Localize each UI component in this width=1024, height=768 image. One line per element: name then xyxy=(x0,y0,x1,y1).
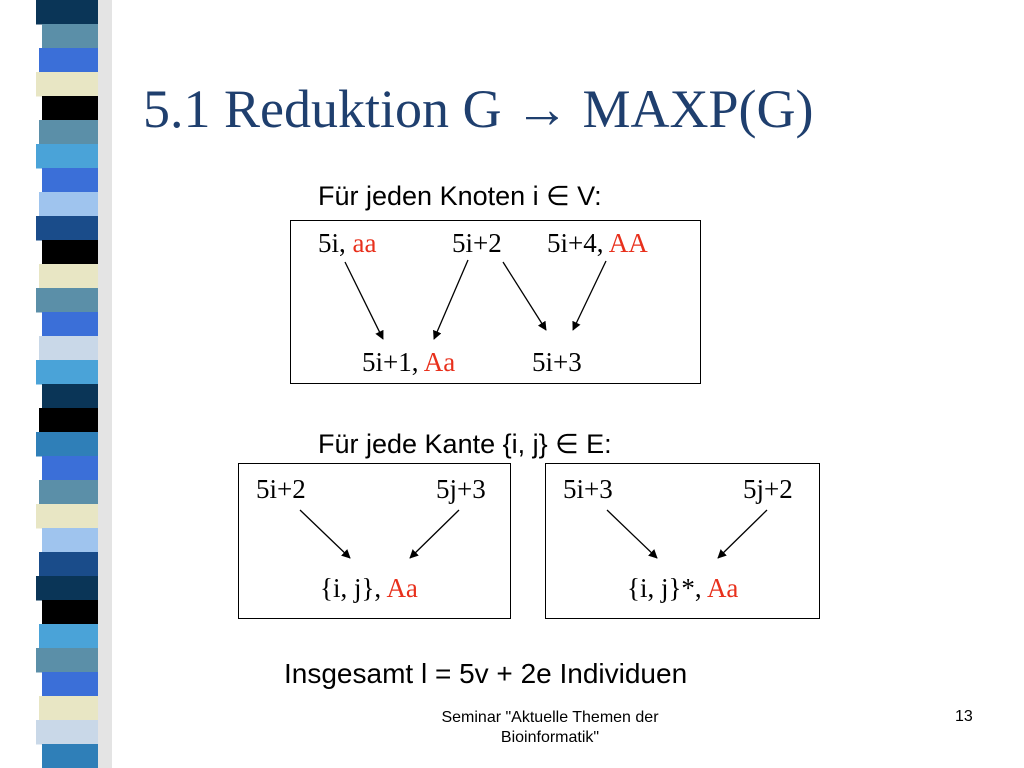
arrow-right-5j2-to-ij xyxy=(717,509,768,559)
stripe-block xyxy=(36,72,98,97)
stripe-block xyxy=(36,288,98,313)
stripe-block xyxy=(39,192,98,217)
node-5i1-label: 5i+1, Aa xyxy=(362,347,456,377)
stripe-block xyxy=(39,480,98,505)
arrow-5i4-to-5i3 xyxy=(572,260,607,331)
stripe-block xyxy=(36,576,98,601)
stripe-block xyxy=(36,216,98,241)
node-gadget-box xyxy=(290,220,701,384)
stripe-block xyxy=(36,648,98,673)
stripe-block xyxy=(39,696,98,721)
arrow-5i-to-5i1 xyxy=(344,261,384,340)
page-title: 5.1 Reduktion G → MAXP(G) xyxy=(143,79,814,139)
edge-left-ij-label: {i, j}, Aa xyxy=(320,573,418,603)
edge-right-5i3-label: 5i+3 xyxy=(563,474,613,504)
stripe-block xyxy=(42,384,98,409)
edge-gadget-left-box xyxy=(238,463,511,619)
stripe-block xyxy=(39,48,98,73)
footer-text: Seminar "Aktuelle Themen der Bioinformat… xyxy=(441,709,659,746)
arrow-left-5j3-to-ij xyxy=(409,509,460,559)
stripe-block xyxy=(42,600,98,625)
stripe-block xyxy=(39,336,98,361)
stripe-block xyxy=(39,552,98,577)
stripe-block xyxy=(42,168,98,193)
stripe-block xyxy=(36,504,98,529)
node-heading: Für jeden Knoten i ∈ V: xyxy=(318,181,602,211)
stripe-block xyxy=(42,528,98,553)
edge-gadget-right-box xyxy=(545,463,820,619)
stripe-block xyxy=(42,96,98,121)
arrow-5i2-to-5i1 xyxy=(433,259,469,340)
arrow-right-5i3-to-ij xyxy=(606,509,658,559)
stripe-block xyxy=(39,624,98,649)
stripe-block xyxy=(39,264,98,289)
node-5i2-label: 5i+2 xyxy=(452,228,502,258)
stripe-block xyxy=(42,744,98,768)
stripe-block xyxy=(36,144,98,169)
genotype-AA: AA xyxy=(608,228,648,258)
slide-number: 13 xyxy=(955,708,973,725)
edge-left-5i2-label: 5i+2 xyxy=(256,474,306,504)
stripe-block xyxy=(36,432,98,457)
stripe-block xyxy=(36,360,98,385)
summary-text: Insgesamt l = 5v + 2e Individuen xyxy=(284,658,688,689)
edge-right-ij-star-label: {i, j}*, Aa xyxy=(627,573,739,603)
node-5i-label: 5i, aa xyxy=(318,228,377,258)
genotype-Aa: Aa xyxy=(706,573,739,603)
edge-right-5j2-label: 5j+2 xyxy=(743,474,793,504)
edge-heading: Für jede Kante {i, j} ∈ E: xyxy=(318,429,612,459)
stripe-block xyxy=(39,120,98,145)
node-5i3-label: 5i+3 xyxy=(532,347,582,377)
stripe-block xyxy=(36,0,98,25)
genotype-Aa: Aa xyxy=(386,573,418,603)
stripe-block xyxy=(42,24,98,49)
genotype-aa: aa xyxy=(352,228,377,258)
stripe-block xyxy=(36,720,98,745)
edge-left-5j3-label: 5j+3 xyxy=(436,474,486,504)
stripe-block xyxy=(42,456,98,481)
decorative-stripe xyxy=(36,0,112,768)
genotype-Aa: Aa xyxy=(423,347,456,377)
stripe-shadow xyxy=(98,0,112,768)
node-5i4-label: 5i+4, AA xyxy=(547,228,648,258)
arrow-5i2-to-5i3 xyxy=(502,261,547,331)
stripe-block xyxy=(39,408,98,433)
stripe-block xyxy=(42,672,98,697)
arrow-left-5i2-to-ij xyxy=(299,509,351,559)
stripe-block xyxy=(42,240,98,265)
stripe-block xyxy=(42,312,98,337)
